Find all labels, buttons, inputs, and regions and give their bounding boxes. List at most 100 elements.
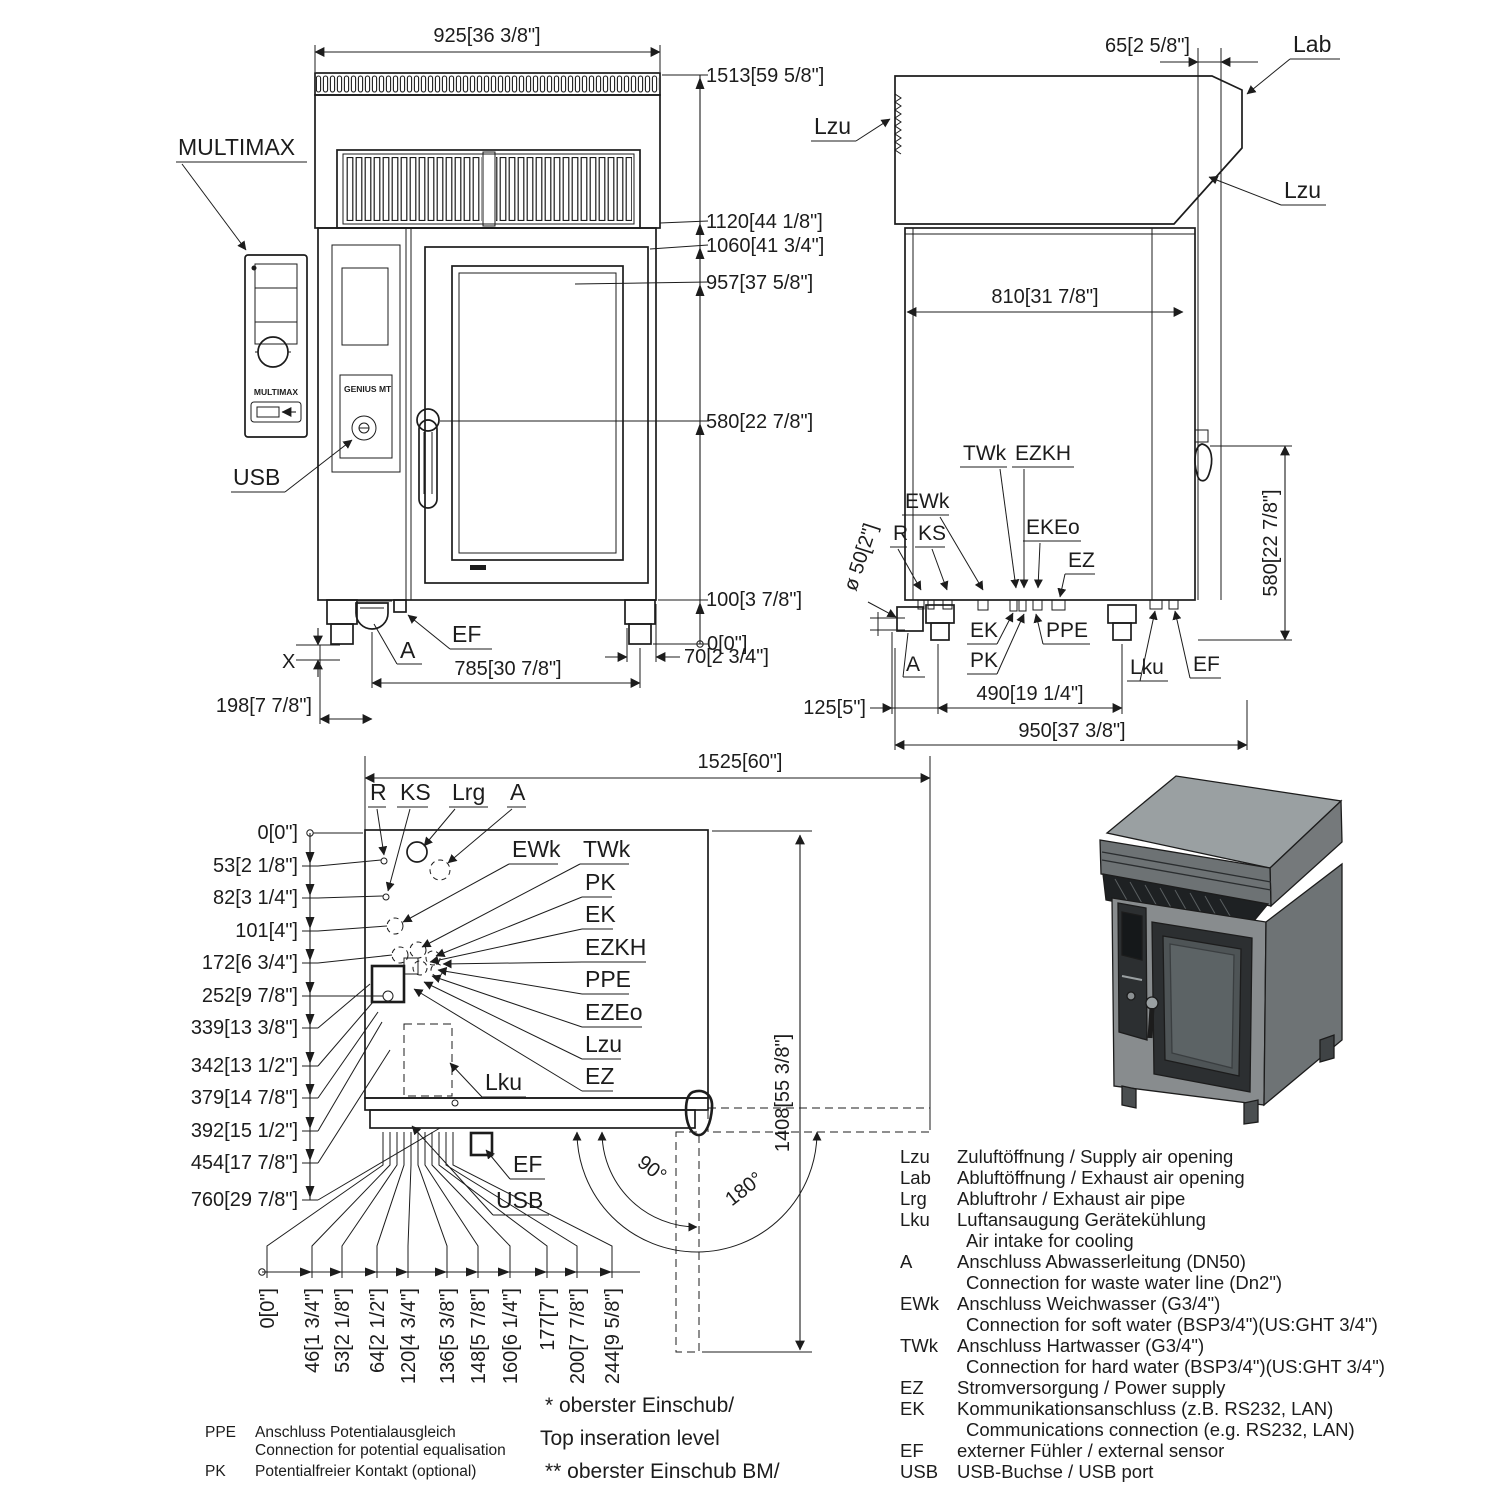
detail-usb-slot	[250, 401, 302, 423]
front-body	[317, 227, 657, 601]
ezkh-label: EZKH	[585, 934, 646, 960]
legend-text: Connection for waste water line (Dn2")	[966, 1272, 1282, 1293]
top-left-dims: 0[0"] 53[2 1/8"] 82[3 1/4"] 101[4"] 172[…	[191, 822, 441, 1211]
legend-abbr: Lab	[900, 1167, 931, 1188]
ewk-label: EWk	[905, 490, 950, 513]
door-handle	[416, 408, 440, 432]
side-drain-a	[896, 606, 924, 632]
detail-knob	[257, 336, 289, 368]
front-a-callout: A	[373, 623, 422, 665]
drain-connection-a	[355, 602, 389, 630]
dim-label: 53[2 1/8"]	[213, 855, 298, 877]
isometric-view	[1099, 775, 1343, 1125]
ppe-abbr: PPE	[205, 1424, 236, 1441]
dim-label: 957[37 5/8"]	[706, 272, 813, 294]
twk-label: TWk	[963, 442, 1007, 465]
top-dim-1408: 1408[55 3/8"]	[702, 830, 812, 1353]
top-bottom-dims: 0[0"] 46[1 3/4"] 53[2 1/8"] 64[2 1/2"] 1…	[257, 1132, 640, 1384]
ez-label: EZ	[1068, 549, 1095, 572]
lzu-label: Lzu	[585, 1031, 622, 1057]
dim-label: 810[31 7/8"]	[991, 286, 1098, 308]
front-dim-70: 70[2 3/4"]	[605, 604, 769, 668]
side-lab-callout: Lab	[1246, 31, 1340, 95]
legend-text: Kommunikationsanschluss (z.B. RS232, LAN…	[957, 1398, 1333, 1419]
ef-connection	[393, 599, 407, 613]
dia50-label: ø 50[2"]	[840, 521, 882, 594]
pk-text: Potentialfreier Kontakt (optional)	[255, 1463, 476, 1480]
dim-label: 0[0"]	[707, 633, 747, 655]
dim-label: 1525[60"]	[698, 751, 783, 773]
dim-label: 65[2 5/8"]	[1105, 35, 1190, 57]
legend-abbr: Lrg	[900, 1188, 927, 1209]
side-dim-810: 810[31 7/8"]	[906, 286, 1184, 317]
ef-box	[469, 1131, 494, 1157]
multimax-label: MULTIMAX	[178, 134, 295, 160]
iso-hood-front	[1099, 839, 1272, 907]
front-dim-x: X	[282, 628, 340, 677]
lku-label: Lku	[1130, 656, 1164, 679]
door-window	[451, 265, 624, 561]
legend-text: Abluftrohr / Exhaust air pipe	[957, 1188, 1185, 1209]
side-dim-65: 65[2 5/8"]	[1105, 35, 1258, 67]
legend-abbr: EK	[900, 1398, 925, 1419]
dim-label: X	[282, 651, 295, 673]
dim-label: 392[15 1/2"]	[191, 1120, 298, 1142]
ek-label: EK	[585, 901, 616, 927]
lzu-label: Lzu	[1284, 177, 1321, 203]
star-note-3: ** oberster Einschub BM/	[545, 1460, 780, 1483]
multimax-detail-panel: MULTIMAX	[244, 254, 308, 438]
r-label: R	[893, 522, 908, 545]
legend-abbr: EWk	[900, 1293, 940, 1314]
dim-label: 490[19 1/4"]	[976, 683, 1083, 705]
ppe-de: Anschluss Potentialausgleich	[255, 1424, 456, 1441]
front-door	[416, 246, 649, 584]
side-bottom-fittings	[870, 599, 1179, 641]
front-ef-callout: EF	[407, 614, 492, 650]
ks-label: KS	[918, 522, 946, 545]
ks-label: KS	[400, 779, 431, 805]
legend-text: Connection for soft water (BSP3/4")(US:G…	[966, 1314, 1378, 1335]
dim-label: 64[2 1/2"]	[367, 1288, 389, 1373]
pk-label: PK	[970, 649, 998, 672]
dim-label: 148[5 7/8"]	[468, 1288, 490, 1384]
dim-label: 1060[41 3/4"]	[706, 235, 824, 257]
legend-text: Anschluss Abwasserleitung (DN50)	[957, 1251, 1246, 1272]
dim-label: 0[0"]	[258, 822, 298, 844]
ez-label: EZ	[585, 1063, 614, 1089]
dim-label: 925[36 3/8"]	[433, 25, 540, 47]
side-view: 65[2 5/8"] Lab Lzu Lzu 810[31 7/8"]	[803, 31, 1340, 750]
lku-label: Lku	[485, 1069, 522, 1095]
dim-label: 1408[55 3/8"]	[772, 1034, 794, 1152]
genius-label: GENIUS MT	[344, 384, 392, 394]
dim-label: 1120[44 1/8"]	[706, 211, 823, 233]
dim-label: 82[3 1/4"]	[213, 887, 298, 909]
lrg-pipe	[406, 841, 428, 863]
r-label: R	[370, 779, 387, 805]
dim-label: 244[9 5/8"]	[602, 1288, 624, 1384]
side-connection-labels: TWk EZKH EWk R KS EKEo EZ EK PK	[840, 442, 1221, 682]
front-dim-198: 198[7 7/8"]	[216, 645, 373, 724]
legend-text: Communications connection (e.g. RS232, L…	[966, 1419, 1355, 1440]
lku-area	[403, 1023, 453, 1097]
legend-text: Air intake for cooling	[966, 1230, 1134, 1251]
pk-abbr: PK	[205, 1463, 226, 1480]
lzu-label: Lzu	[814, 113, 851, 139]
iso-door-handle	[1145, 996, 1159, 1010]
legend: Lzu Zuluftöffnung / Supply air opening L…	[900, 1146, 1385, 1482]
top-door-open-90	[675, 1131, 700, 1353]
dim-label: 53[2 1/8"]	[332, 1288, 354, 1373]
a-drain	[429, 859, 451, 881]
side-dim-580: 580[22 7/8"]	[1198, 445, 1292, 641]
iso-leg	[1319, 1034, 1335, 1063]
dim-label: 454[17 7/8"]	[191, 1152, 298, 1174]
top-dim-1525: 1525[60"]	[364, 751, 931, 1130]
angle-180-label: 180°	[721, 1168, 767, 1211]
ezeo-label: EZEo	[585, 999, 643, 1025]
front-usb-callout: USB	[231, 439, 353, 493]
front-louver-vents	[336, 149, 641, 229]
ekeo-label: EKEo	[1026, 516, 1080, 539]
star-note-2: Top inseration level	[540, 1427, 720, 1450]
front-height-dims: 1513[59 5/8"] 1120[44 1/8"] 1060[41 3/4"…	[440, 65, 824, 655]
dim-label: 379[14 7/8"]	[191, 1087, 298, 1109]
